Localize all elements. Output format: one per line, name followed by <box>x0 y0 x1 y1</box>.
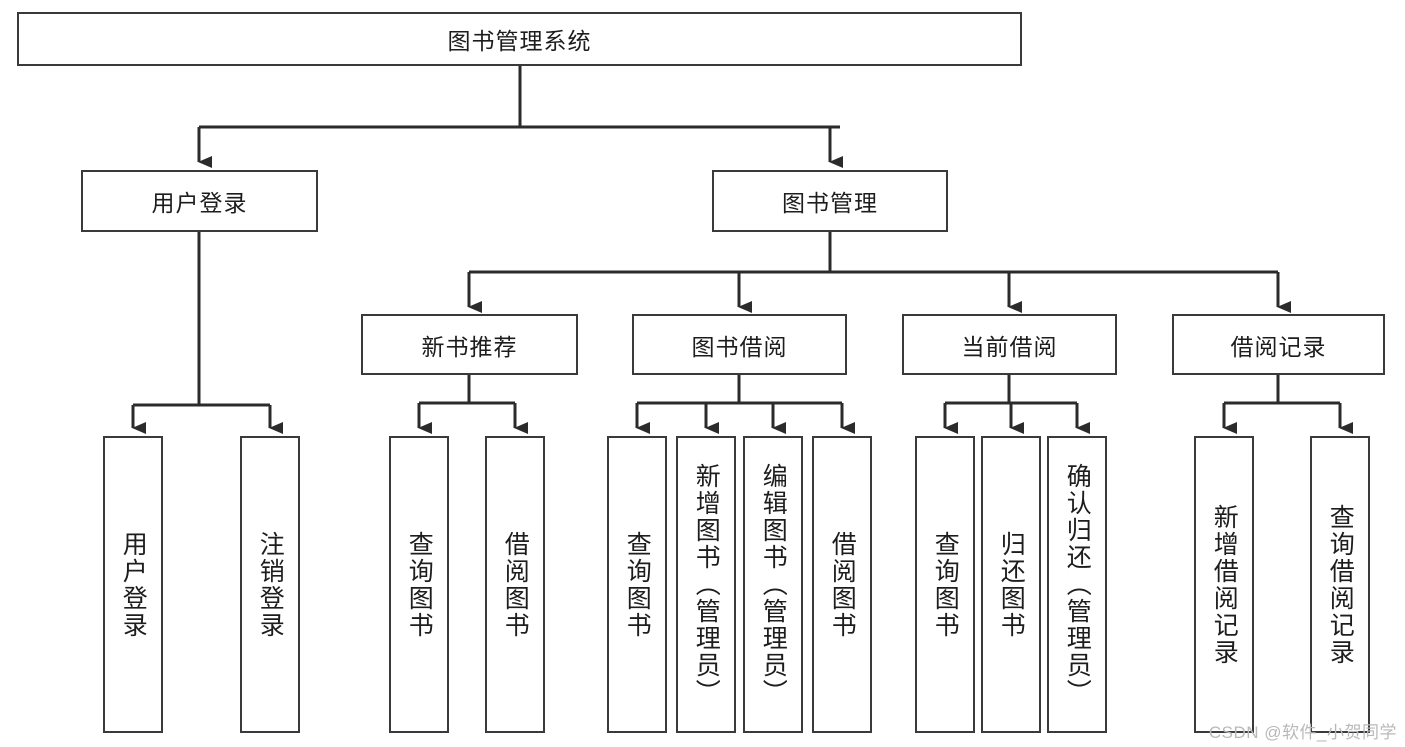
node-user-login[interactable]: 用户登录 <box>81 170 318 232</box>
node-leaf-add-book[interactable]: 新增图书（管理员） <box>676 436 736 733</box>
node-leaf-query-record-label: 查询借阅记录 <box>1326 503 1355 666</box>
node-leaf-edit-book[interactable]: 编辑图书（管理员） <box>743 436 803 733</box>
node-leaf-query-book-3-label: 查询图书 <box>931 530 960 639</box>
node-leaf-user-login[interactable]: 用户登录 <box>103 436 163 733</box>
node-leaf-query-record[interactable]: 查询借阅记录 <box>1310 436 1370 733</box>
node-leaf-edit-book-label: 编辑图书（管理员） <box>759 463 788 706</box>
node-user-login-label: 用户登录 <box>151 190 248 216</box>
node-book-manage-label: 图书管理 <box>782 190 878 216</box>
node-root-label: 图书管理系统 <box>447 28 592 54</box>
node-leaf-confirm-return-label: 确认归还（管理员） <box>1063 463 1092 706</box>
node-leaf-query-book-2[interactable]: 查询图书 <box>607 436 667 733</box>
node-new-book-recommend-label: 新书推荐 <box>421 333 518 360</box>
node-leaf-query-book-3[interactable]: 查询图书 <box>915 436 975 733</box>
node-leaf-borrow-book-1[interactable]: 借阅图书 <box>485 436 545 733</box>
node-current-borrow-label: 当前借阅 <box>961 333 1058 360</box>
node-leaf-query-book-1-label: 查询图书 <box>405 530 434 639</box>
node-leaf-logout[interactable]: 注销登录 <box>240 436 300 733</box>
node-leaf-add-record-label: 新增借阅记录 <box>1210 503 1239 666</box>
node-book-manage[interactable]: 图书管理 <box>712 170 948 232</box>
node-leaf-borrow-book-1-label: 借阅图书 <box>501 530 530 639</box>
node-leaf-borrow-book-2-label: 借阅图书 <box>828 530 857 639</box>
node-leaf-logout-label: 注销登录 <box>256 530 285 639</box>
node-leaf-query-book-2-label: 查询图书 <box>623 530 652 639</box>
node-leaf-query-book-1[interactable]: 查询图书 <box>389 436 449 733</box>
node-leaf-return-book[interactable]: 归还图书 <box>981 436 1041 733</box>
node-leaf-user-login-label: 用户登录 <box>119 530 148 639</box>
node-book-borrow-label: 图书借阅 <box>691 333 788 360</box>
node-new-book-recommend[interactable]: 新书推荐 <box>361 314 578 375</box>
node-root[interactable]: 图书管理系统 <box>17 12 1022 66</box>
node-borrow-record[interactable]: 借阅记录 <box>1172 314 1385 375</box>
node-book-borrow[interactable]: 图书借阅 <box>632 314 847 375</box>
node-leaf-return-book-label: 归还图书 <box>997 530 1026 639</box>
node-leaf-confirm-return[interactable]: 确认归还（管理员） <box>1047 436 1107 733</box>
node-leaf-add-record[interactable]: 新增借阅记录 <box>1194 436 1254 733</box>
node-current-borrow[interactable]: 当前借阅 <box>902 314 1117 375</box>
node-borrow-record-label: 借阅记录 <box>1230 333 1327 360</box>
node-leaf-borrow-book-2[interactable]: 借阅图书 <box>812 436 872 733</box>
node-leaf-add-book-label: 新增图书（管理员） <box>692 463 721 706</box>
